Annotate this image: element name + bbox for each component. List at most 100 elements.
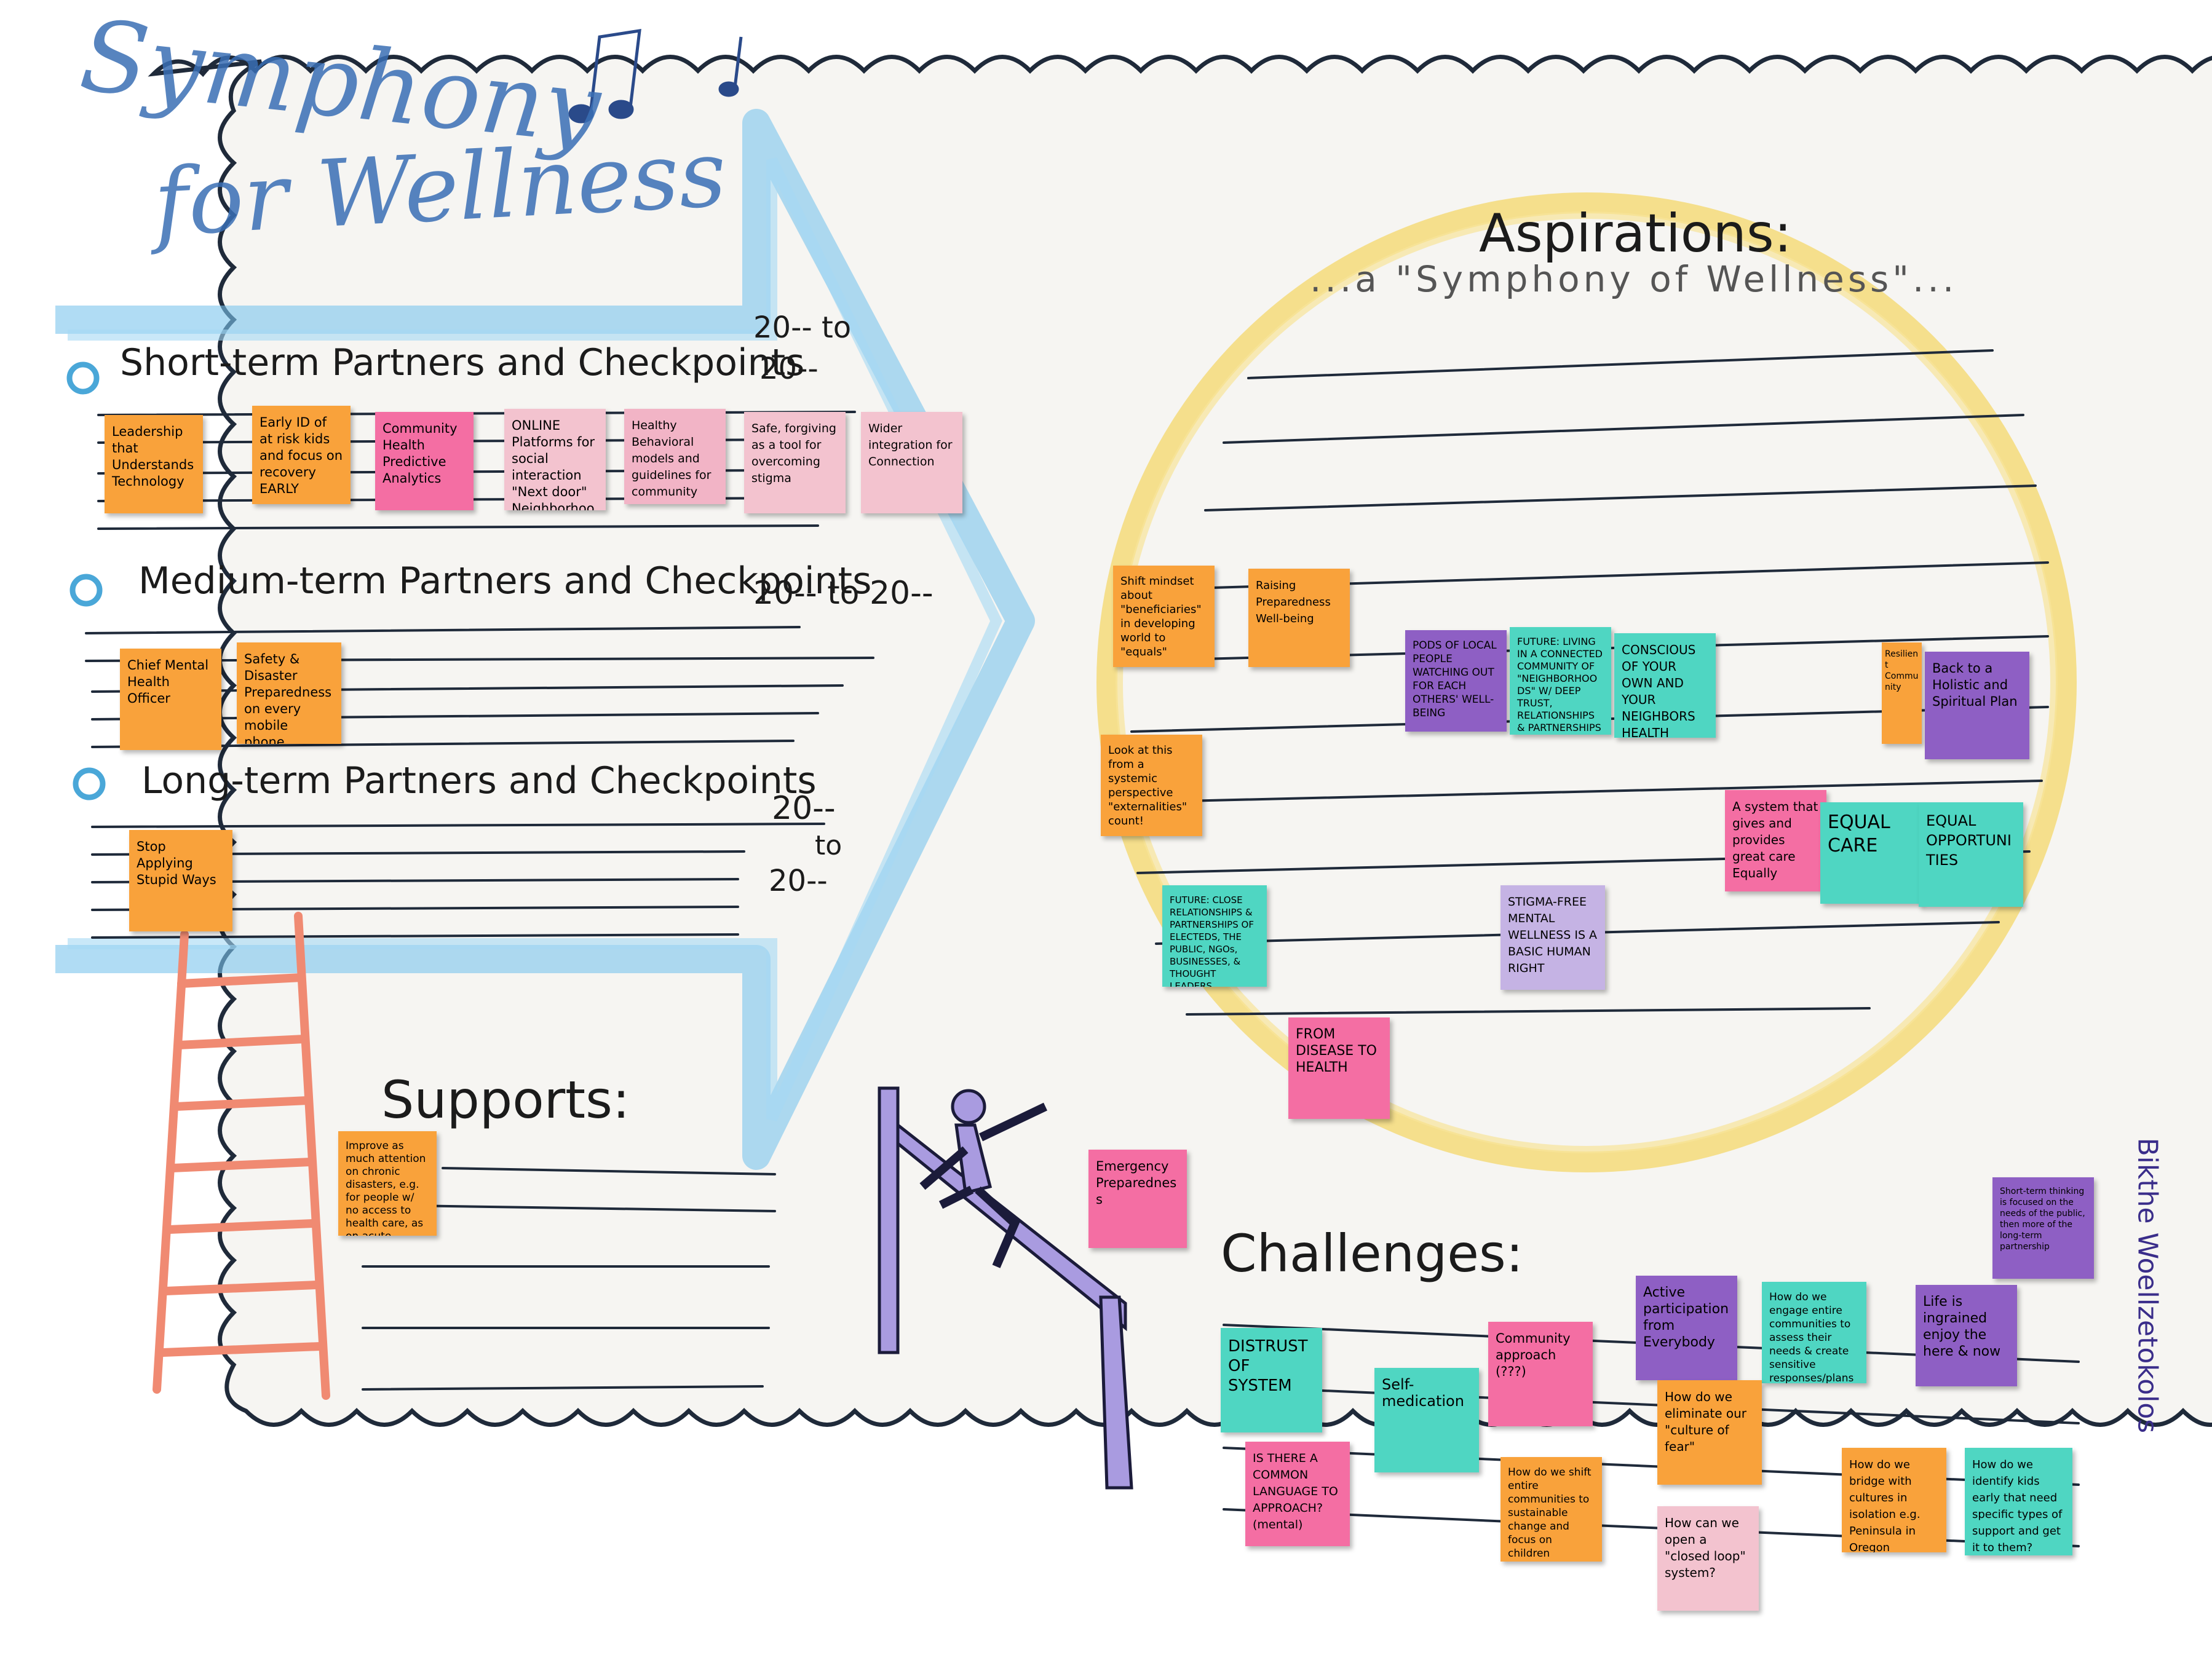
bullet-short (66, 361, 100, 395)
medium-term-years: 20-- to 20-- (753, 575, 934, 612)
sticky-note-text: Short-term thinking is focused on the ne… (2000, 1187, 2085, 1252)
sticky-note-text: Self-medication (1382, 1376, 1464, 1410)
sticky-note[interactable]: How do we bridge with cultures in isolat… (1842, 1448, 1946, 1552)
sticky-note-text: Look at this from a systemic perspective… (1108, 744, 1187, 828)
challenges-heading: Challenges: (1221, 1223, 1524, 1284)
sticky-note[interactable]: Safe, forgiving as a tool for overcoming… (744, 412, 846, 513)
music-notes-icon (568, 29, 743, 124)
bullet-long (73, 767, 106, 800)
sticky-note[interactable]: How do we shift entire communities to su… (1500, 1457, 1602, 1562)
sticky-note[interactable]: Improve as much attention on chronic dis… (338, 1131, 437, 1236)
sticky-note-text: EQUAL CARE (1828, 812, 1890, 856)
sticky-note-text: ONLINE Platforms for social interaction … (512, 418, 595, 510)
sticky-note-text: EQUAL OPPORTUNITIES (1926, 812, 2012, 869)
sticky-note-text: DISTRUST OF SYSTEM (1228, 1337, 1308, 1395)
aspirations-circle-inner (1116, 211, 2058, 1153)
sticky-note-text: Improve as much attention on chronic dis… (346, 1140, 426, 1236)
sticky-note[interactable]: Emergency Preparedness (1088, 1150, 1187, 1248)
sticky-note-text: Life is ingrained enjoy the here & now (1923, 1294, 2001, 1359)
sticky-note-text: A system that gives and provides great c… (1732, 799, 1818, 880)
long-term-heading: Long-term Partners and Checkpoints (141, 759, 817, 802)
sticky-note[interactable]: Leadership that Understands Technology (105, 415, 203, 513)
sticky-note[interactable]: ONLINE Platforms for social interaction … (504, 409, 606, 510)
sticky-note[interactable]: Back to a Holistic and Spiritual Plan (1925, 652, 2029, 759)
long-term-years-b: to (815, 830, 842, 861)
medium-term-heading: Medium-term Partners and Checkpoints (138, 559, 872, 602)
sticky-note-text: IS THERE A COMMON LANGUAGE TO APPROACH? … (1253, 1452, 1338, 1531)
sticky-note-text: FUTURE: LIVING IN A CONNECTED COMMUNITY … (1517, 636, 1603, 733)
sticky-note-text: Emergency Preparedness (1096, 1159, 1177, 1207)
sticky-note[interactable]: Raising Preparedness Well-being (1248, 569, 1350, 667)
bullet-medium (69, 574, 103, 607)
short-term-years-b: 20-- (759, 352, 819, 386)
aspirations-subheading: ...a "Symphony of Wellness"... (1310, 258, 1958, 300)
sticky-note[interactable]: IS THERE A COMMON LANGUAGE TO APPROACH? … (1245, 1442, 1350, 1546)
sticky-note[interactable]: FROM DISEASE TO HEALTH (1288, 1017, 1390, 1119)
sticky-note[interactable]: FUTURE: CLOSE RELATIONSHIPS & PARTNERSHI… (1162, 885, 1267, 987)
aspirations-circle (1096, 192, 2077, 1172)
sticky-note[interactable]: Resilient Community (1882, 642, 1922, 744)
sticky-note-text: How do we identify kids early that need … (1972, 1458, 2063, 1554)
sticky-note-text: Shift mindset about "beneficiaries" in d… (1120, 575, 1202, 658)
sticky-note-text: How do we bridge with cultures in isolat… (1849, 1458, 1921, 1552)
sticky-note[interactable]: Healthy Behavioral models and guidelines… (624, 409, 726, 504)
sticky-note[interactable]: Life is ingrained enjoy the here & now (1916, 1285, 2017, 1386)
long-term-years-a: 20-- (772, 790, 836, 827)
tightrope-figure (878, 1086, 1133, 1490)
sticky-note[interactable]: Community Health Predictive Analytics (375, 412, 474, 510)
sticky-note[interactable]: How can we open a "closed loop" system? (1657, 1506, 1759, 1611)
sticky-note-text: Leadership that Understands Technology (112, 424, 194, 489)
sticky-note-text: STIGMA-FREE MENTAL WELLNESS IS A BASIC H… (1508, 895, 1598, 975)
big-arrow-shape (55, 109, 1035, 1170)
sticky-note-text: How do we engage entire communities to a… (1769, 1291, 1854, 1383)
sticky-note-text: Raising Preparedness Well-being (1256, 579, 1331, 625)
sticky-note-text: Healthy Behavioral models and guidelines… (632, 419, 712, 499)
sticky-note-text: Back to a Holistic and Spiritual Plan (1932, 661, 2018, 709)
sticky-note[interactable]: EQUAL OPPORTUNITIES (1919, 802, 2023, 907)
ladder-drawing (153, 912, 330, 1400)
sticky-note-text: Safe, forgiving as a tool for overcoming… (751, 422, 836, 485)
sticky-note-text: PODS OF LOCAL PEOPLE WATCHING OUT FOR EA… (1413, 639, 1497, 719)
sticky-note[interactable]: STIGMA-FREE MENTAL WELLNESS IS A BASIC H… (1500, 885, 1605, 990)
sticky-note-text: Early ID of at risk kids and focus on re… (260, 415, 343, 496)
artist-signature: Bikthe Woellzetokolos (2129, 1131, 2166, 1512)
sticky-note[interactable]: Short-term thinking is focused on the ne… (1992, 1177, 2094, 1279)
sticky-note[interactable]: CONSCIOUS OF YOUR OWN AND YOUR NEIGHBORS… (1614, 633, 1716, 738)
sticky-note[interactable]: Shift mindset about "beneficiaries" in d… (1113, 566, 1215, 667)
sticky-note-text: How can we open a "closed loop" system? (1665, 1515, 1746, 1580)
sticky-note[interactable]: DISTRUST OF SYSTEM (1221, 1328, 1322, 1432)
sticky-note[interactable]: How do we identify kids early that need … (1965, 1448, 2072, 1555)
sticky-note-text: Active participation from Everybody (1643, 1285, 1729, 1350)
sticky-note[interactable]: PODS OF LOCAL PEOPLE WATCHING OUT FOR EA… (1405, 630, 1507, 732)
aspirations-heading: Aspirations: (1479, 203, 1792, 264)
sticky-note-text: FROM DISEASE TO HEALTH (1296, 1027, 1377, 1075)
sticky-note[interactable]: FUTURE: LIVING IN A CONNECTED COMMUNITY … (1510, 627, 1611, 735)
sticky-note-text: How do we eliminate our "culture of fear… (1665, 1389, 1747, 1454)
sticky-note-text: CONSCIOUS OF YOUR OWN AND YOUR NEIGHBORS… (1622, 642, 1696, 738)
sticky-note-text: FUTURE: CLOSE RELATIONSHIPS & PARTNERSHI… (1170, 895, 1254, 987)
sticky-note[interactable]: A system that gives and provides great c… (1725, 790, 1826, 891)
sticky-note[interactable]: Chief Mental Health Officer (120, 649, 221, 750)
sticky-note[interactable]: How do we eliminate our "culture of fear… (1657, 1380, 1762, 1485)
sticky-note-text: Chief Mental Health Officer (127, 658, 209, 706)
sticky-note-text: Resilient Community (1885, 649, 1919, 692)
sticky-note[interactable]: Community approach (???) (1488, 1322, 1593, 1426)
sticky-note-text: Community Health Predictive Analytics (383, 421, 458, 486)
sticky-note[interactable]: Look at this from a systemic perspective… (1101, 735, 1202, 836)
sticky-note[interactable]: Stop Applying Stupid Ways (129, 830, 232, 931)
sticky-note[interactable]: Safety & Disaster Preparedness on every … (237, 642, 341, 744)
sticky-note[interactable]: EQUAL CARE (1820, 802, 1922, 904)
sticky-note[interactable]: Self-medication (1374, 1368, 1479, 1472)
sticky-note-text: How do we shift entire communities to su… (1508, 1466, 1592, 1560)
long-term-years-c: 20-- (769, 864, 828, 898)
artist-signature-text: Bikthe Woellzetokolos (2131, 1137, 2163, 1434)
supports-heading: Supports: (381, 1070, 630, 1130)
sticky-note[interactable]: Wider integration for Connection (861, 412, 962, 513)
short-term-years-a: 20-- to (753, 310, 852, 345)
sticky-note-text: Stop Applying Stupid Ways (137, 839, 216, 887)
sticky-note-text: Safety & Disaster Preparedness on every … (244, 652, 332, 744)
sticky-note[interactable]: Early ID of at risk kids and focus on re… (252, 406, 351, 504)
supports-lines (362, 1167, 776, 1391)
sticky-note[interactable]: How do we engage entire communities to a… (1762, 1282, 1866, 1383)
sticky-note[interactable]: Active participation from Everybody (1636, 1276, 1737, 1380)
